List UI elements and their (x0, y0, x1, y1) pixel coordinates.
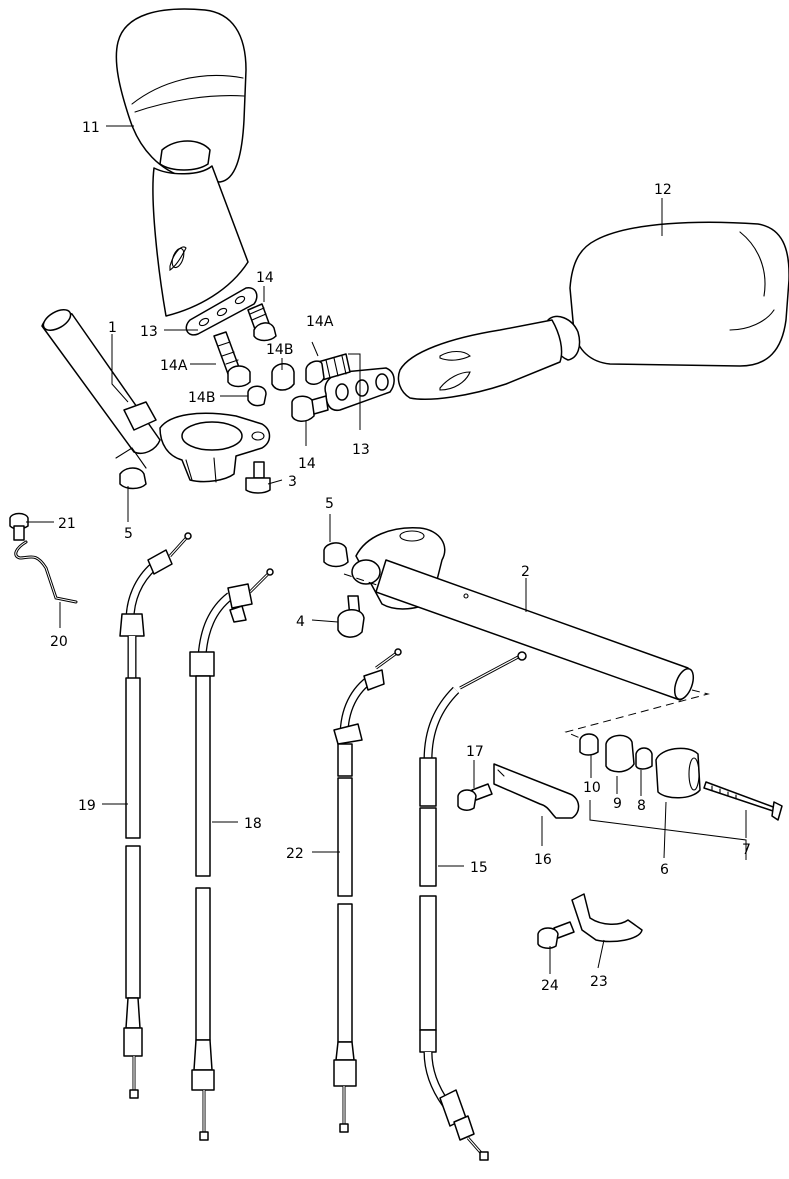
screw-7 (703, 781, 777, 813)
callout-4: 4 (296, 614, 305, 630)
collar-9 (605, 734, 635, 773)
bolt-14-lower (291, 395, 329, 422)
callout-14-lower: 14 (298, 456, 316, 472)
clamp-23 (571, 893, 643, 943)
callout-13-right: 13 (352, 442, 370, 458)
callout-13-left: 13 (140, 324, 158, 340)
cap-5-right (323, 542, 349, 568)
callout-18: 18 (244, 816, 262, 832)
callout-7: 7 (742, 842, 751, 858)
bar-axis-line (343, 573, 381, 587)
callout-23: 23 (590, 974, 608, 990)
bolt-24 (537, 921, 575, 949)
mirror-bracket-left (185, 287, 258, 336)
cable-15 (419, 651, 527, 1161)
callout-14-upper: 14 (256, 270, 274, 286)
callouts: 1 2 3 4 5 5 6 7 8 9 10 11 12 13 13 14 14… (50, 120, 751, 994)
nut-14B-upper (271, 363, 295, 391)
right-handlebar (351, 527, 695, 701)
bolt-4 (337, 595, 365, 638)
callout-22: 22 (286, 846, 304, 862)
callout-14A-left: 14A (160, 358, 188, 374)
callout-9: 9 (613, 796, 622, 812)
bolt-14A-right (305, 353, 351, 385)
callout-16: 16 (534, 852, 552, 868)
bolt-14A-left (213, 331, 251, 388)
bracket-20 (14, 540, 78, 604)
leader-lines (26, 125, 747, 974)
callout-2: 2 (521, 564, 530, 580)
right-mirror (397, 221, 789, 400)
callout-15: 15 (470, 860, 488, 876)
left-mirror (115, 8, 249, 317)
nut-14B-lower (247, 385, 267, 407)
callout-8: 8 (637, 798, 646, 814)
callout-12: 12 (654, 182, 672, 198)
callout-14B-lower: 14B (188, 390, 215, 406)
callout-6: 6 (660, 862, 669, 878)
nut-10 (579, 733, 599, 756)
bolt-14-upper (247, 303, 277, 342)
callout-11: 11 (82, 120, 100, 136)
callout-17: 17 (466, 744, 484, 760)
callout-3: 3 (288, 474, 297, 490)
bolt-21 (9, 512, 29, 541)
cable-18 (189, 568, 274, 1141)
nut-8 (635, 747, 653, 770)
bar-end-parts (579, 733, 783, 821)
callout-19: 19 (78, 798, 96, 814)
callout-14A-right: 14A (306, 314, 334, 330)
callout-1: 1 (108, 320, 117, 336)
bolt-17 (457, 783, 493, 811)
callout-24: 24 (541, 978, 559, 994)
cable-19 (119, 532, 192, 1099)
bolt-3 (245, 461, 271, 494)
callout-21: 21 (58, 516, 76, 532)
left-handlebar (41, 309, 271, 490)
callout-5-right: 5 (325, 496, 334, 512)
weight-6 (655, 747, 701, 799)
callout-10: 10 (583, 780, 601, 796)
callout-5-left: 5 (124, 526, 133, 542)
clamp-16 (493, 763, 580, 819)
callout-14B-upper: 14B (266, 342, 293, 358)
callout-20: 20 (50, 634, 68, 650)
cable-22 (333, 648, 402, 1133)
